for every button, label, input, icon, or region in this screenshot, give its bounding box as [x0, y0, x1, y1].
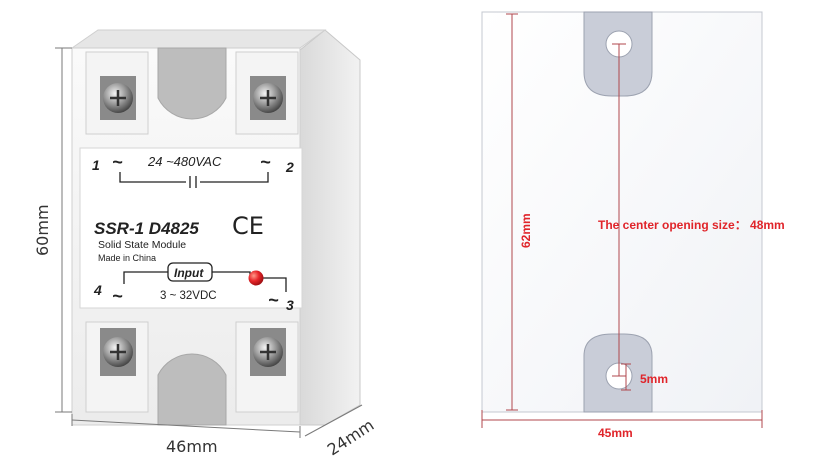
tilde-symbol: ~	[260, 152, 271, 172]
module-top-face	[70, 29, 327, 49]
mounting-plate-illustration	[481, 11, 763, 413]
terminal-number-1: 1	[92, 157, 100, 173]
module-subtitle: Solid State Module	[98, 239, 186, 251]
dimension-height-label: 60mm	[33, 204, 52, 256]
screw-icon	[250, 328, 286, 376]
indicator-led	[248, 270, 264, 286]
module-side-face	[299, 29, 361, 426]
load-circuit-line	[119, 172, 269, 188]
center-opening-label: The center opening size： 48mm	[598, 218, 785, 232]
input-badge	[167, 262, 213, 282]
tilde-symbol: ~	[268, 290, 279, 310]
screw-icon	[100, 76, 136, 120]
terminal-number-4: 4	[93, 282, 102, 298]
tilde-symbol: ~	[112, 152, 123, 172]
ssr-module-illustration: 1 ~ 24 ~480VAC ~ 2 SSR-1 D4825 CE Solid …	[70, 29, 361, 426]
mounting-arch-top	[157, 47, 227, 120]
mounting-arch-bottom	[157, 353, 227, 426]
terminal-number-3: 3	[286, 297, 294, 313]
hole-size-label: 5mm	[640, 372, 668, 386]
tilde-symbol: ~	[112, 286, 123, 306]
input-label: Input	[174, 266, 204, 280]
screw-icon	[250, 76, 286, 120]
model-name: SSR-1 D4825	[94, 219, 199, 238]
ce-mark-icon: CE	[232, 212, 264, 240]
input-voltage: 3 ~ 32VDC	[160, 290, 217, 302]
dimension-width-label: 46mm	[166, 437, 218, 456]
dimension-plate-width-label: 45mm	[598, 426, 633, 440]
terminal-number-2: 2	[285, 159, 294, 175]
origin-text: Made in China	[98, 253, 156, 263]
dimension-plate-height-label: 62mm	[519, 213, 533, 248]
dimension-lines-right	[481, 13, 763, 428]
screw-icon	[100, 328, 136, 376]
load-voltage: 24 ~480VAC	[147, 154, 222, 169]
dimension-lines-left	[55, 47, 363, 438]
